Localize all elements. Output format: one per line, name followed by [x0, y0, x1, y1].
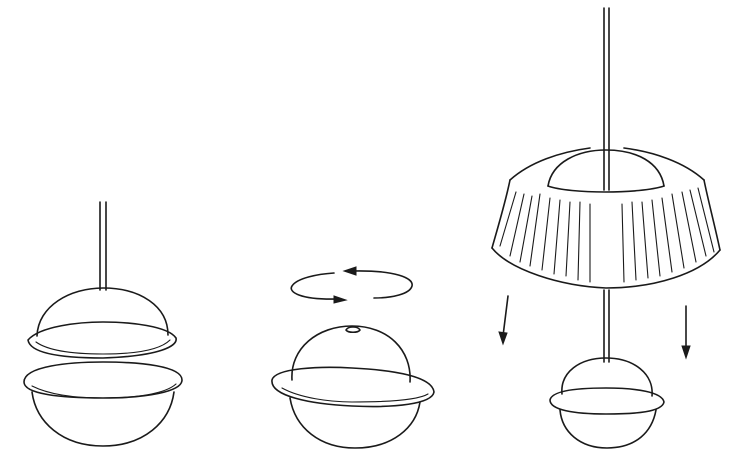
down-arrow-right — [682, 306, 690, 358]
rim-ring-upper — [28, 322, 176, 358]
bowl-base — [560, 410, 656, 448]
cord — [100, 202, 106, 290]
bowl-base — [32, 392, 174, 446]
cord — [604, 8, 609, 362]
rotation-arrow-left — [291, 273, 346, 303]
dome-top — [37, 288, 168, 336]
dome-cap — [346, 327, 360, 332]
step-1-lamp-separated — [24, 202, 182, 446]
step-3-lamp-assembled — [492, 8, 720, 448]
dome-top — [292, 326, 410, 382]
pleated-shade — [492, 148, 720, 288]
rim-ring-lower — [24, 362, 182, 398]
step-2-lamp-rotating — [272, 267, 434, 448]
down-arrow-left — [499, 296, 508, 344]
rim-ring — [550, 388, 664, 414]
rotation-arrow-right — [344, 267, 412, 298]
